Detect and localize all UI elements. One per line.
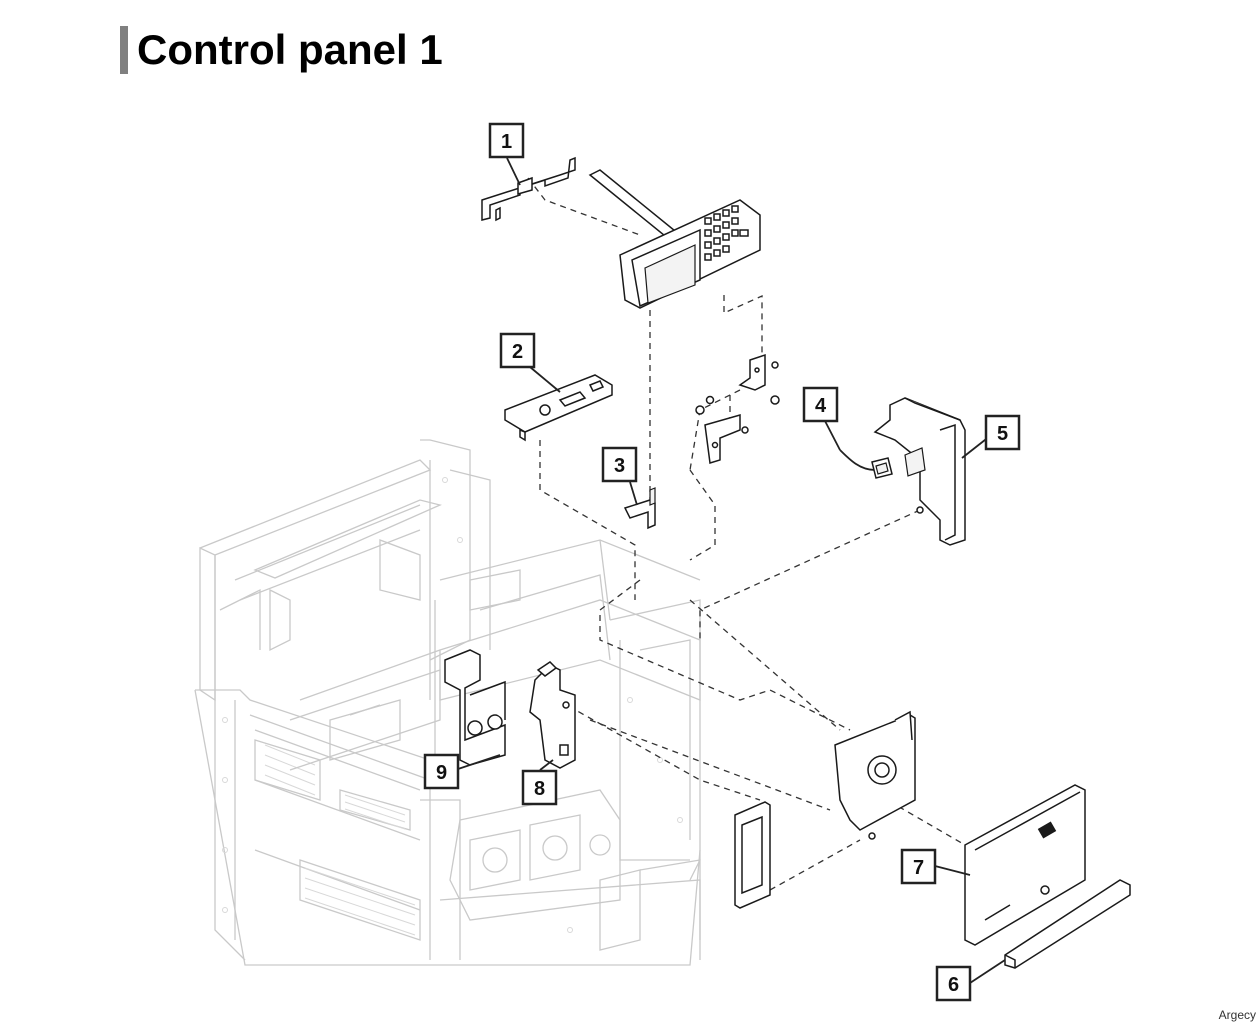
part-8-board-bracket	[529, 661, 576, 769]
side-bracket-gear	[834, 710, 916, 840]
title-accent-bar	[120, 26, 128, 74]
callout-6: 6	[935, 965, 972, 1002]
watermark: Argecy	[1218, 1008, 1256, 1022]
svg-text:6: 6	[948, 974, 959, 996]
callout-5: 5	[984, 414, 1021, 451]
svg-text:2: 2	[512, 341, 523, 363]
side-panel-insert	[734, 801, 771, 909]
svg-text:7: 7	[913, 857, 924, 879]
assembly-guide-lines	[527, 177, 966, 891]
mounting-bracket-set	[695, 353, 780, 464]
part-2-cover-plate	[504, 374, 613, 442]
control-panel-assembly	[588, 169, 761, 309]
part-3-hinge-bracket	[623, 487, 656, 530]
callout-9: 9	[423, 753, 460, 790]
callout-7: 7	[900, 848, 937, 885]
part-4-cable-assembly	[839, 449, 893, 479]
callout-3: 3	[601, 446, 638, 483]
svg-text:9: 9	[436, 762, 447, 784]
svg-text:1: 1	[501, 131, 512, 153]
svg-text:3: 3	[614, 455, 625, 477]
part-1-bracket	[481, 156, 576, 222]
part-6-trim-strip	[1004, 879, 1131, 969]
page-title: Control panel 1	[137, 26, 443, 73]
callout-2: 2	[499, 332, 536, 369]
callout-8: 8	[521, 769, 558, 806]
svg-text:8: 8	[534, 778, 545, 800]
printer-frame	[194, 439, 701, 966]
part-9-duct-bracket	[444, 649, 506, 766]
callout-1: 1	[488, 122, 525, 159]
part-7-front-door	[964, 784, 1086, 946]
svg-text:4: 4	[815, 395, 827, 417]
callout-4: 4	[802, 386, 839, 423]
part-5-side-cover	[873, 397, 966, 546]
svg-text:5: 5	[997, 423, 1008, 445]
